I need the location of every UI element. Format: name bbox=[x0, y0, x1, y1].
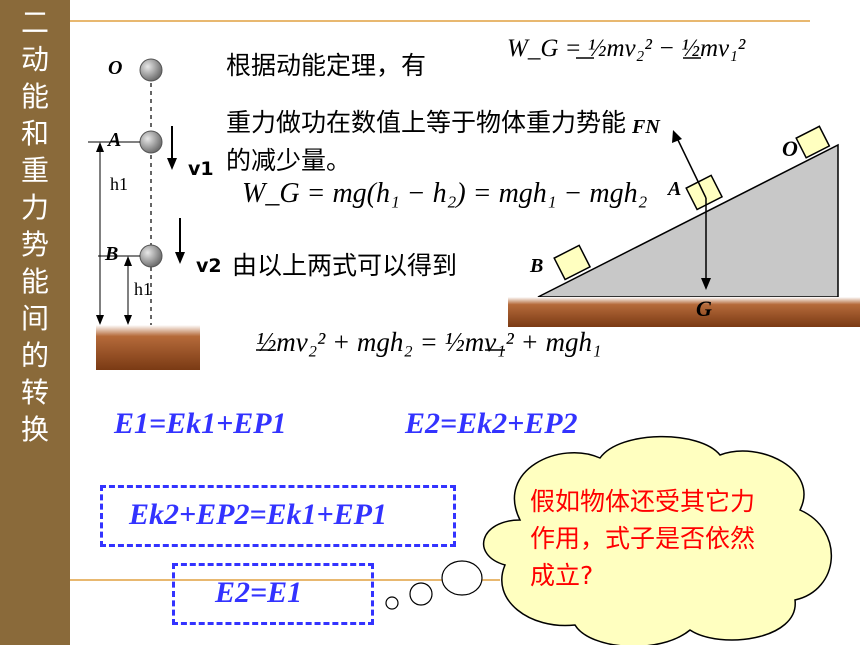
energy-box-1: Ek2+EP2=Ek1+EP1 bbox=[129, 498, 387, 531]
label-incline-a: A bbox=[668, 178, 682, 200]
bubble-dot-3 bbox=[441, 560, 483, 596]
energy-e2: E2=Ek2+EP2 bbox=[405, 407, 578, 440]
energy-e1: E1=Ek1+EP1 bbox=[114, 407, 287, 440]
normal-force-arrow bbox=[676, 137, 707, 199]
sidebar-title: 二动能和重力势能间的转换 bbox=[20, 6, 49, 446]
block-o bbox=[795, 125, 831, 159]
label-h2: h1 bbox=[134, 279, 152, 299]
equation-box-1: Ek2+EP2=Ek1+EP1 bbox=[100, 485, 456, 547]
text-line-2: 重力做功在数值上等于物体重力势能 bbox=[226, 108, 627, 137]
thought-cloud bbox=[483, 435, 833, 645]
incline-plane bbox=[537, 143, 839, 298]
text-line-3: 的减少量。 bbox=[226, 146, 352, 175]
label-a: A bbox=[108, 129, 122, 151]
equation-box-2: E2=E1 bbox=[172, 563, 374, 625]
ball-o bbox=[139, 58, 163, 82]
ball-a bbox=[139, 130, 163, 154]
label-incline-b: B bbox=[530, 255, 544, 277]
sidebar bbox=[0, 0, 70, 645]
block-b bbox=[553, 244, 592, 281]
label-incline-o: O bbox=[782, 136, 798, 161]
bubble-dot-2 bbox=[409, 582, 433, 606]
text-line-1: 根据动能定理，有 bbox=[226, 51, 427, 80]
right-ground bbox=[508, 297, 860, 327]
ball-b bbox=[139, 244, 163, 268]
left-ground bbox=[96, 325, 200, 370]
label-v1: v1 bbox=[188, 158, 214, 180]
label-h1: h1 bbox=[110, 174, 128, 194]
label-v2: v2 bbox=[196, 255, 222, 277]
bubble-dot-1 bbox=[385, 596, 399, 610]
label-b: B bbox=[105, 243, 119, 265]
formula-potential: W_G = mg(h₁ − h₂) = mgh₁ − mgh₂ bbox=[242, 178, 648, 209]
label-fn: FN bbox=[632, 116, 660, 138]
text-line-4: 由以上两式可以得到 bbox=[232, 251, 458, 280]
label-g: G bbox=[696, 296, 712, 321]
cloud-question: 假如物体还受其它力作用，式子是否依然成立? bbox=[530, 487, 756, 590]
energy-box-2: E2=E1 bbox=[215, 576, 303, 609]
formula-kinetic: W_G = ½mv₂² − ½mv₁² bbox=[507, 35, 746, 62]
formula-balance: ½mv₂² + mgh₂ = ½mv₁² + mgh₁ bbox=[256, 327, 602, 357]
label-o: O bbox=[108, 57, 123, 79]
